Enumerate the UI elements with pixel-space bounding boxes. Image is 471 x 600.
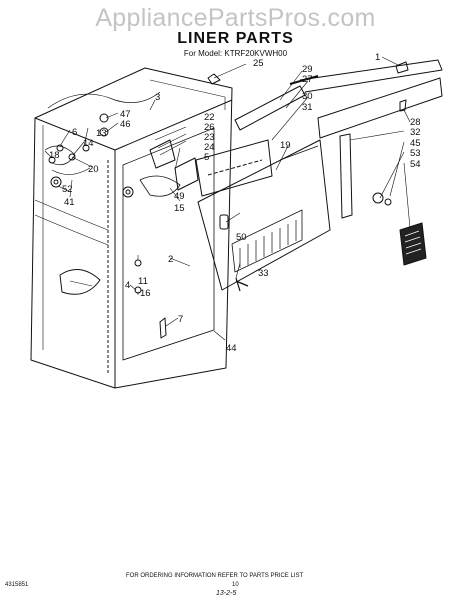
callout-44: 44	[226, 343, 237, 354]
callout-13: 13	[96, 128, 107, 139]
callout-28: 28	[410, 117, 421, 128]
callout-5: 5	[204, 152, 209, 163]
ordering-note: FOR ORDERING INFORMATION REFER TO PARTS …	[126, 573, 304, 579]
callout-14: 14	[83, 138, 94, 149]
page-number: 10	[232, 582, 239, 588]
callout-31: 31	[302, 102, 313, 113]
callout-29: 29	[302, 64, 313, 75]
document-number: 4315851	[5, 582, 29, 588]
callout-49: 49	[174, 191, 185, 202]
callout-3: 3	[155, 92, 160, 103]
callout-52: 52	[62, 184, 73, 195]
callout-23: 23	[204, 132, 215, 143]
liner-cabinet	[30, 67, 233, 389]
callout-54: 54	[410, 159, 421, 170]
page-title: LINER PARTS	[177, 30, 294, 47]
callout-11: 11	[138, 276, 148, 287]
callout-18: 18	[49, 150, 60, 161]
callout-24: 24	[204, 142, 215, 153]
fan-duct-assembly	[174, 59, 443, 292]
callout-41: 41	[64, 197, 75, 208]
callout-labels: 1 25 3 29 27 30 31 28 32 45 53 54 19 22 …	[49, 52, 421, 354]
handwritten-note: 13-2-5	[216, 590, 237, 597]
callout-27: 27	[302, 74, 313, 85]
callout-53: 53	[410, 148, 421, 159]
callout-30: 30	[302, 91, 313, 102]
callout-7: 7	[178, 314, 183, 325]
watermark: AppliancePartsPros.com	[95, 4, 376, 32]
callout-33: 33	[258, 268, 269, 279]
callout-26: 26	[204, 122, 215, 133]
callout-22: 22	[204, 112, 215, 123]
callout-46: 46	[120, 119, 131, 130]
callout-1: 1	[375, 52, 380, 63]
callout-2: 2	[168, 254, 173, 265]
callout-45: 45	[410, 138, 421, 149]
callout-6: 6	[72, 127, 77, 138]
evaporator-cover	[197, 139, 331, 291]
callout-16: 16	[140, 288, 151, 299]
leader-lines	[44, 56, 411, 341]
model-line: For Model: KTRF20KVWH00	[183, 49, 288, 58]
callout-50: 50	[236, 232, 247, 243]
callout-19: 19	[280, 140, 291, 151]
callout-47: 47	[120, 109, 131, 120]
callout-32: 32	[410, 127, 421, 138]
callout-15: 15	[174, 203, 185, 214]
callout-25: 25	[253, 58, 264, 69]
callout-20: 20	[88, 164, 99, 175]
callout-4: 4	[125, 280, 130, 291]
